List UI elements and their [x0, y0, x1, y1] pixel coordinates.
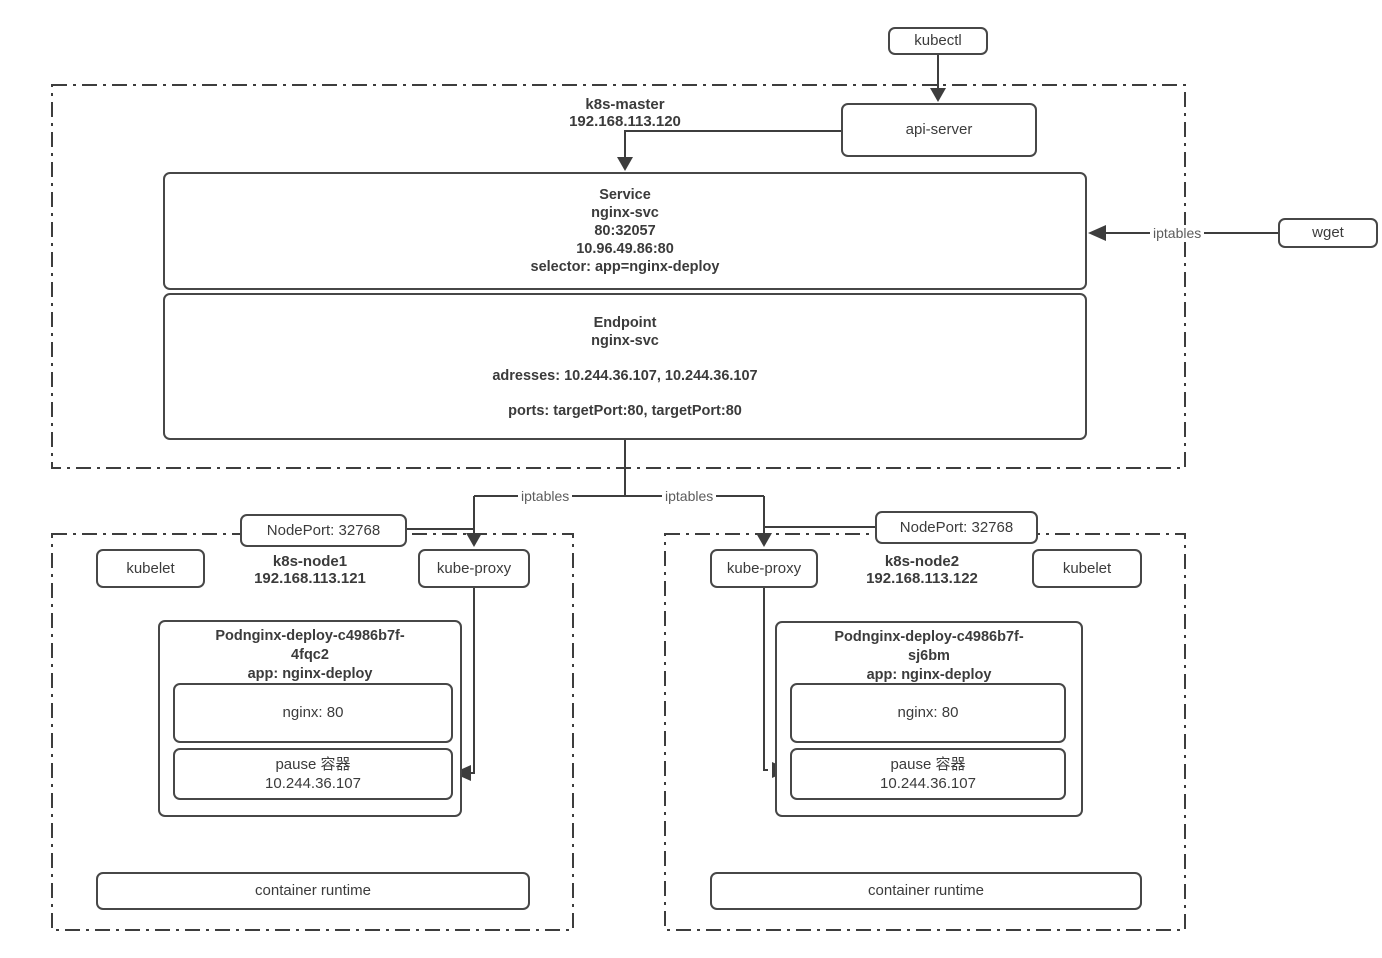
node1-nodeport-label: NodePort: 32768 — [266, 521, 381, 539]
node2-container-runtime-box: container runtime — [710, 872, 1142, 910]
node1-nodeport-box: NodePort: 32768 — [240, 514, 407, 547]
node1-boundary — [51, 533, 574, 931]
node1-pod-title-line2: 4fqc2 — [291, 647, 329, 663]
service-name: nginx-svc — [591, 205, 659, 221]
node2-kubelet-box: kubelet — [1032, 549, 1142, 588]
node2-kubelet-label: kubelet — [1062, 559, 1112, 577]
kubectl-label: kubectl — [914, 32, 962, 49]
node1-pause-label: pause 容器 — [275, 756, 351, 773]
endpoint-addresses: adresses: 10.244.36.107, 10.244.36.107 — [492, 367, 758, 384]
node1-kubelet-box: kubelet — [96, 549, 205, 588]
node1-pod-title-line3: app: nginx-deploy — [247, 666, 373, 682]
master-title: k8s-master 192.168.113.120 — [525, 96, 725, 130]
service-selector: selector: app=nginx-deploy — [530, 259, 720, 275]
node1-ip: 192.168.113.121 — [254, 570, 366, 587]
node1-title: k8s-node1 192.168.113.121 — [225, 553, 395, 587]
node2-boundary — [664, 533, 1186, 931]
master-name: k8s-master — [585, 96, 665, 113]
node1-pause-ip: 10.244.36.107 — [265, 775, 361, 792]
service-box: Service nginx-svc 80:32057 10.96.49.86:8… — [163, 172, 1087, 290]
node2-kube-proxy-label: kube-proxy — [726, 559, 802, 577]
node2-pod-title-line3: app: nginx-deploy — [866, 667, 992, 683]
arrowhead-down-kubeproxy2 — [756, 533, 772, 547]
node2-nodeport-label: NodePort: 32768 — [899, 518, 1014, 536]
api-server-label: api-server — [905, 121, 973, 138]
arrowhead-down-kubeproxy1 — [466, 533, 482, 547]
node2-pause-ip: 10.244.36.107 — [880, 775, 976, 792]
node1-pod-title-line1: Podnginx-deploy-c4986b7f- — [215, 628, 405, 644]
node1-kube-proxy-box: kube-proxy — [418, 549, 530, 588]
arrowhead-down-apiserver — [930, 88, 946, 102]
node2-pod-title-line2: sj6bm — [908, 648, 950, 664]
edge-kubeproxy2-pause — [763, 588, 768, 771]
node2-pause-label: pause 容器 — [890, 756, 966, 773]
endpoint-box: Endpoint nginx-svc adresses: 10.244.36.1… — [163, 293, 1087, 440]
service-cluster-ip: 10.96.49.86:80 — [576, 241, 674, 257]
node1-nginx-container-box: nginx: 80 — [173, 683, 453, 743]
node2-nginx-container-box: nginx: 80 — [790, 683, 1066, 743]
node1-nginx-label: nginx: 80 — [282, 704, 344, 721]
iptables-label-right: iptables — [662, 488, 717, 504]
master-ip: 192.168.113.120 — [569, 113, 681, 130]
endpoint-title: Endpoint — [593, 314, 657, 331]
node2-container-runtime-label: container runtime — [868, 882, 984, 899]
node2-name: k8s-node2 — [884, 553, 960, 570]
node1-kubelet-label: kubelet — [126, 559, 175, 577]
edge-apiserver-service — [624, 130, 841, 159]
endpoint-ports: ports: targetPort:80, targetPort:80 — [508, 402, 742, 419]
node1-container-runtime-label: container runtime — [255, 882, 371, 899]
node2-kube-proxy-box: kube-proxy — [710, 549, 818, 588]
master-boundary — [51, 84, 1186, 469]
iptables-label-wget: iptables — [1150, 225, 1205, 241]
node2-title: k8s-node2 192.168.113.122 — [837, 553, 1007, 587]
service-title: Service — [599, 187, 651, 203]
node1-name: k8s-node1 — [272, 553, 348, 570]
node2-pause-container-box: pause 容器 10.244.36.107 — [790, 748, 1066, 800]
wget-box: wget — [1278, 218, 1378, 248]
arrowhead-left-pause1 — [453, 765, 471, 781]
node2-pod-title-line1: Podnginx-deploy-c4986b7f- — [834, 629, 1024, 645]
node2-nodeport-box: NodePort: 32768 — [875, 511, 1038, 544]
endpoint-name: nginx-svc — [591, 332, 659, 349]
api-server-box: api-server — [841, 103, 1037, 157]
service-port-map: 80:32057 — [594, 223, 656, 239]
node2-nginx-label: nginx: 80 — [897, 704, 959, 721]
wget-label: wget — [1312, 224, 1344, 241]
iptables-label-left: iptables — [518, 488, 573, 504]
arrowhead-left-service — [1088, 225, 1106, 241]
edge-endpoint-kubeproxies — [473, 440, 765, 533]
node1-container-runtime-box: container runtime — [96, 872, 530, 910]
node1-kube-proxy-label: kube-proxy — [436, 559, 512, 577]
node1-pause-container-box: pause 容器 10.244.36.107 — [173, 748, 453, 800]
edge-kubeproxy1-pause — [470, 588, 475, 774]
node2-ip: 192.168.113.122 — [866, 570, 978, 587]
kubectl-box: kubectl — [888, 27, 988, 55]
arrowhead-down-service — [617, 157, 633, 171]
